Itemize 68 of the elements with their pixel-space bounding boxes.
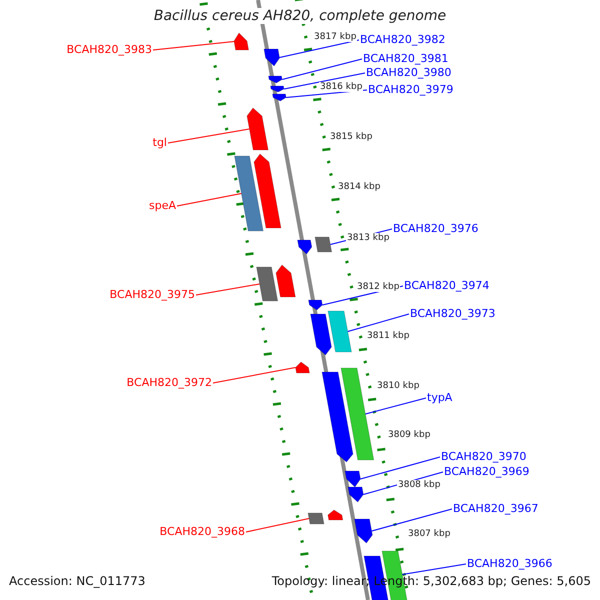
gene-bar xyxy=(308,512,324,524)
gene-glyph xyxy=(348,486,364,502)
gene-bar xyxy=(314,236,332,252)
gene-glyph xyxy=(272,94,286,102)
scale-label: 3808 kbp xyxy=(397,480,442,490)
leader-line xyxy=(284,72,366,90)
leader-line xyxy=(152,41,235,50)
gene-label: BCAH820_3970 xyxy=(441,450,526,464)
gene-label: BCAH820_3976 xyxy=(393,222,478,236)
accession-text: Accession: NC_011773 xyxy=(9,575,146,589)
gene-label: BCAH820_3968 xyxy=(160,526,245,538)
gene-glyph xyxy=(276,264,296,298)
gene-label: BCAH820_3969 xyxy=(444,466,530,478)
scale-label: 3807 kbp xyxy=(407,528,452,540)
gene-glyph xyxy=(234,32,249,50)
leader-line xyxy=(212,367,296,384)
leader-line xyxy=(364,398,426,414)
scale-label: 3817 kbp xyxy=(313,32,358,42)
gene-bar xyxy=(340,368,374,460)
scale-label: 3814 kbp xyxy=(337,182,382,192)
gene-label: BCAH820_3980 xyxy=(366,66,452,80)
leader-line xyxy=(176,193,242,206)
gene-label: BCAH820_3974 xyxy=(404,280,490,292)
leader-line xyxy=(246,518,310,532)
gene-glyph xyxy=(354,518,373,544)
gene-label: BCAH820_3979 xyxy=(368,84,454,96)
gene-glyph xyxy=(295,362,310,374)
gene-label: speA xyxy=(148,200,176,212)
leader-line xyxy=(360,456,440,480)
gene-glyph xyxy=(264,48,280,66)
gene-glyph xyxy=(297,240,312,254)
gene-bar xyxy=(234,156,264,232)
gene-glyph xyxy=(246,108,269,150)
gene-glyph xyxy=(328,510,344,520)
leader-line xyxy=(347,314,410,332)
gene-label: BCAH820_3973 xyxy=(410,308,496,320)
leader-line xyxy=(279,40,360,58)
gene-label: BCAH820_3967 xyxy=(453,502,538,516)
gene-label: BCAH820_3972 xyxy=(126,376,212,390)
gene-label: BCAH820_3975 xyxy=(110,288,195,302)
gene-label: BCAH820_3983 xyxy=(66,44,152,56)
leader-line xyxy=(371,508,452,532)
gene-label: typA xyxy=(427,392,452,404)
gene-label: tgl xyxy=(152,136,167,150)
gene-bar xyxy=(256,266,278,302)
gene-bar xyxy=(328,310,352,352)
gene-glyph xyxy=(310,314,332,356)
gene-glyph xyxy=(254,154,282,228)
leader-line xyxy=(402,564,466,575)
gene-glyph xyxy=(268,76,282,84)
leader-line xyxy=(282,58,362,80)
genome-stats-text: Topology: linear; Length: 5,302,683 bp; Genes: 5,605 xyxy=(272,575,591,589)
gene-glyph xyxy=(322,372,354,462)
scale-label: 3810 kbp xyxy=(376,380,420,392)
scale-label: 3813 kbp xyxy=(346,232,390,244)
gene-label: BCAH820_3966 xyxy=(467,558,552,570)
gene-glyph xyxy=(308,300,323,310)
scale-label: 3811 kbp xyxy=(366,330,410,342)
gene-label: BCAH820_3982 xyxy=(360,34,446,46)
scale-label: 3812 kbp xyxy=(356,282,400,292)
scale-label: 3816 kbp xyxy=(319,82,364,92)
gene-glyph xyxy=(344,470,361,488)
scale-label: 3809 kbp xyxy=(387,430,432,440)
gene-label: BCAH820_3981 xyxy=(363,52,448,66)
scale-label: 3815 kbp xyxy=(329,132,374,142)
gene-glyph xyxy=(270,86,284,92)
leader-line xyxy=(196,284,260,296)
leader-line xyxy=(168,128,250,144)
